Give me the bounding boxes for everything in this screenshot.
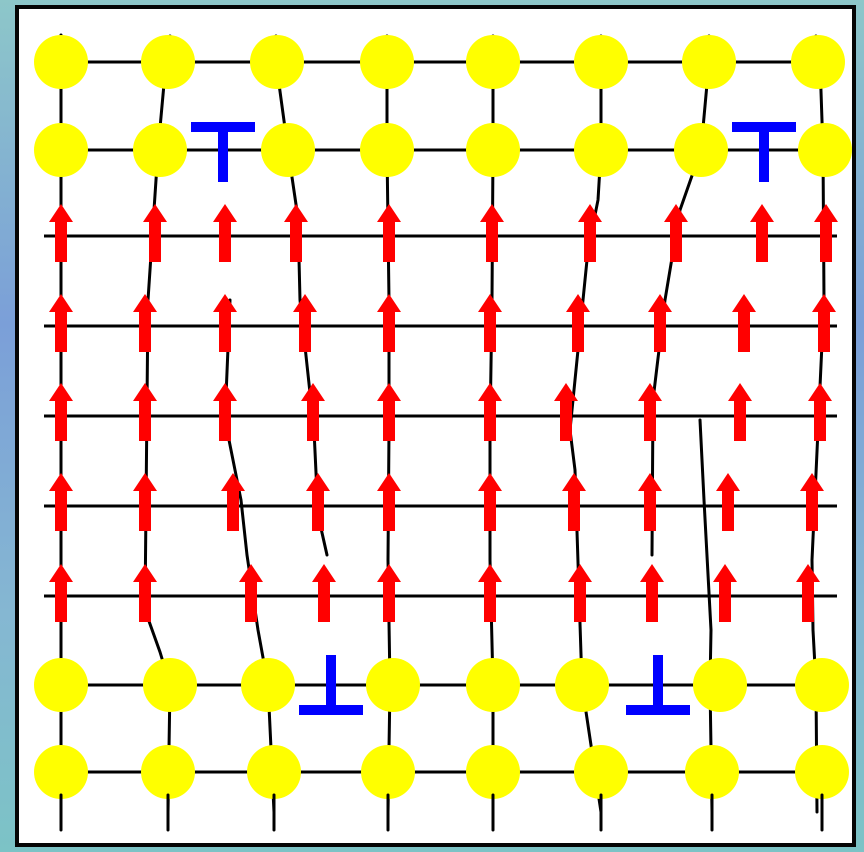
atom-row-4-6: [574, 745, 628, 799]
atom-row-2-5: [466, 123, 520, 177]
flow-arrow-2-9: [732, 294, 756, 352]
flow-arrow-4-5: [377, 473, 401, 531]
atom-row-2-4: [360, 123, 414, 177]
dislocation-symbol-top-left: [191, 127, 255, 182]
flow-arrow-3-2: [133, 383, 157, 441]
flow-arrow-2-7: [566, 294, 590, 352]
flow-arrow-1-1: [49, 204, 73, 262]
flow-arrow-1-7: [578, 204, 602, 262]
atom-row-1-6: [574, 35, 628, 89]
flow-arrow-3-1: [49, 383, 73, 441]
flow-arrow-5-1: [49, 564, 73, 622]
atom-row-2-6: [574, 123, 628, 177]
flow-arrow-4-4: [306, 473, 330, 531]
flow-arrow-1-5: [377, 204, 401, 262]
atom-row-2-1: [34, 123, 88, 177]
atom-row-2-2: [133, 123, 187, 177]
crystal-lattice-diagram: [19, 9, 852, 843]
flow-arrow-2-2: [133, 294, 157, 352]
atom-row-1-5: [466, 35, 520, 89]
flow-arrow-2-5: [377, 294, 401, 352]
dislocation-symbol-bottom-center: [299, 655, 363, 710]
atom-row-3-8: [795, 658, 849, 712]
atom-row-3-6: [555, 658, 609, 712]
atom-row-2-8: [798, 123, 852, 177]
flow-arrow-5-9: [713, 564, 737, 622]
atom-row-1-1: [34, 35, 88, 89]
flow-arrow-4-8: [638, 473, 662, 531]
flow-arrow-5-4: [312, 564, 336, 622]
flow-arrow-3-3: [213, 383, 237, 441]
flow-arrow-1-8: [664, 204, 688, 262]
flow-arrow-5-6: [478, 564, 502, 622]
lattice-diagram-panel: [15, 5, 856, 847]
dislocation-symbol-bottom-right: [626, 655, 690, 710]
atom-row-3-4: [366, 658, 420, 712]
atom-row-1-7: [682, 35, 736, 89]
flow-arrow-1-2: [143, 204, 167, 262]
flow-arrow-5-7: [568, 564, 592, 622]
flow-arrow-1-3: [213, 204, 237, 262]
atom-row-2-7: [674, 123, 728, 177]
flow-arrow-4-10: [800, 473, 824, 531]
dislocation-symbol-top-right: [732, 127, 796, 182]
atom-row-4-5: [466, 745, 520, 799]
atom-row-1-8: [791, 35, 845, 89]
atom-row-4-1: [34, 745, 88, 799]
flow-arrow-1-4: [284, 204, 308, 262]
atom-row-4-7: [685, 745, 739, 799]
flow-arrow-4-1: [49, 473, 73, 531]
atom-row-3-2: [143, 658, 197, 712]
atom-row-3-1: [34, 658, 88, 712]
flow-arrow-4-9: [716, 473, 740, 531]
atom-row-4-4: [361, 745, 415, 799]
flow-arrow-4-6: [478, 473, 502, 531]
flow-arrow-4-2: [133, 473, 157, 531]
atom-row-3-7: [693, 658, 747, 712]
atom-row-1-4: [360, 35, 414, 89]
flow-arrow-3-10: [808, 383, 832, 441]
flow-arrow-3-5: [377, 383, 401, 441]
atom-row-1-2: [141, 35, 195, 89]
flow-arrow-5-8: [640, 564, 664, 622]
atom-row-4-2: [141, 745, 195, 799]
flow-arrow-5-5: [377, 564, 401, 622]
flow-arrow-4-7: [562, 473, 586, 531]
atom-row-1-3: [250, 35, 304, 89]
atom-row-4-8: [795, 745, 849, 799]
flow-arrow-2-1: [49, 294, 73, 352]
flow-arrow-3-8: [638, 383, 662, 441]
flow-arrow-5-3: [239, 564, 263, 622]
atom-row-3-5: [466, 658, 520, 712]
flow-arrow-5-2: [133, 564, 157, 622]
flow-arrow-2-4: [293, 294, 317, 352]
flow-arrow-3-4: [301, 383, 325, 441]
atom-row-4-3: [247, 745, 301, 799]
flow-arrow-2-6: [478, 294, 502, 352]
flow-arrow-1-10: [814, 204, 838, 262]
atom-row-3-3: [241, 658, 295, 712]
flow-arrow-1-6: [480, 204, 504, 262]
flow-arrow-5-10: [796, 564, 820, 622]
flow-arrow-2-10: [812, 294, 836, 352]
flow-arrow-3-9: [728, 383, 752, 441]
flow-arrow-2-3: [213, 294, 237, 352]
atom-row-2-3: [261, 123, 315, 177]
flow-arrow-2-8: [648, 294, 672, 352]
flow-arrow-1-9: [750, 204, 774, 262]
flow-arrow-3-6: [478, 383, 502, 441]
